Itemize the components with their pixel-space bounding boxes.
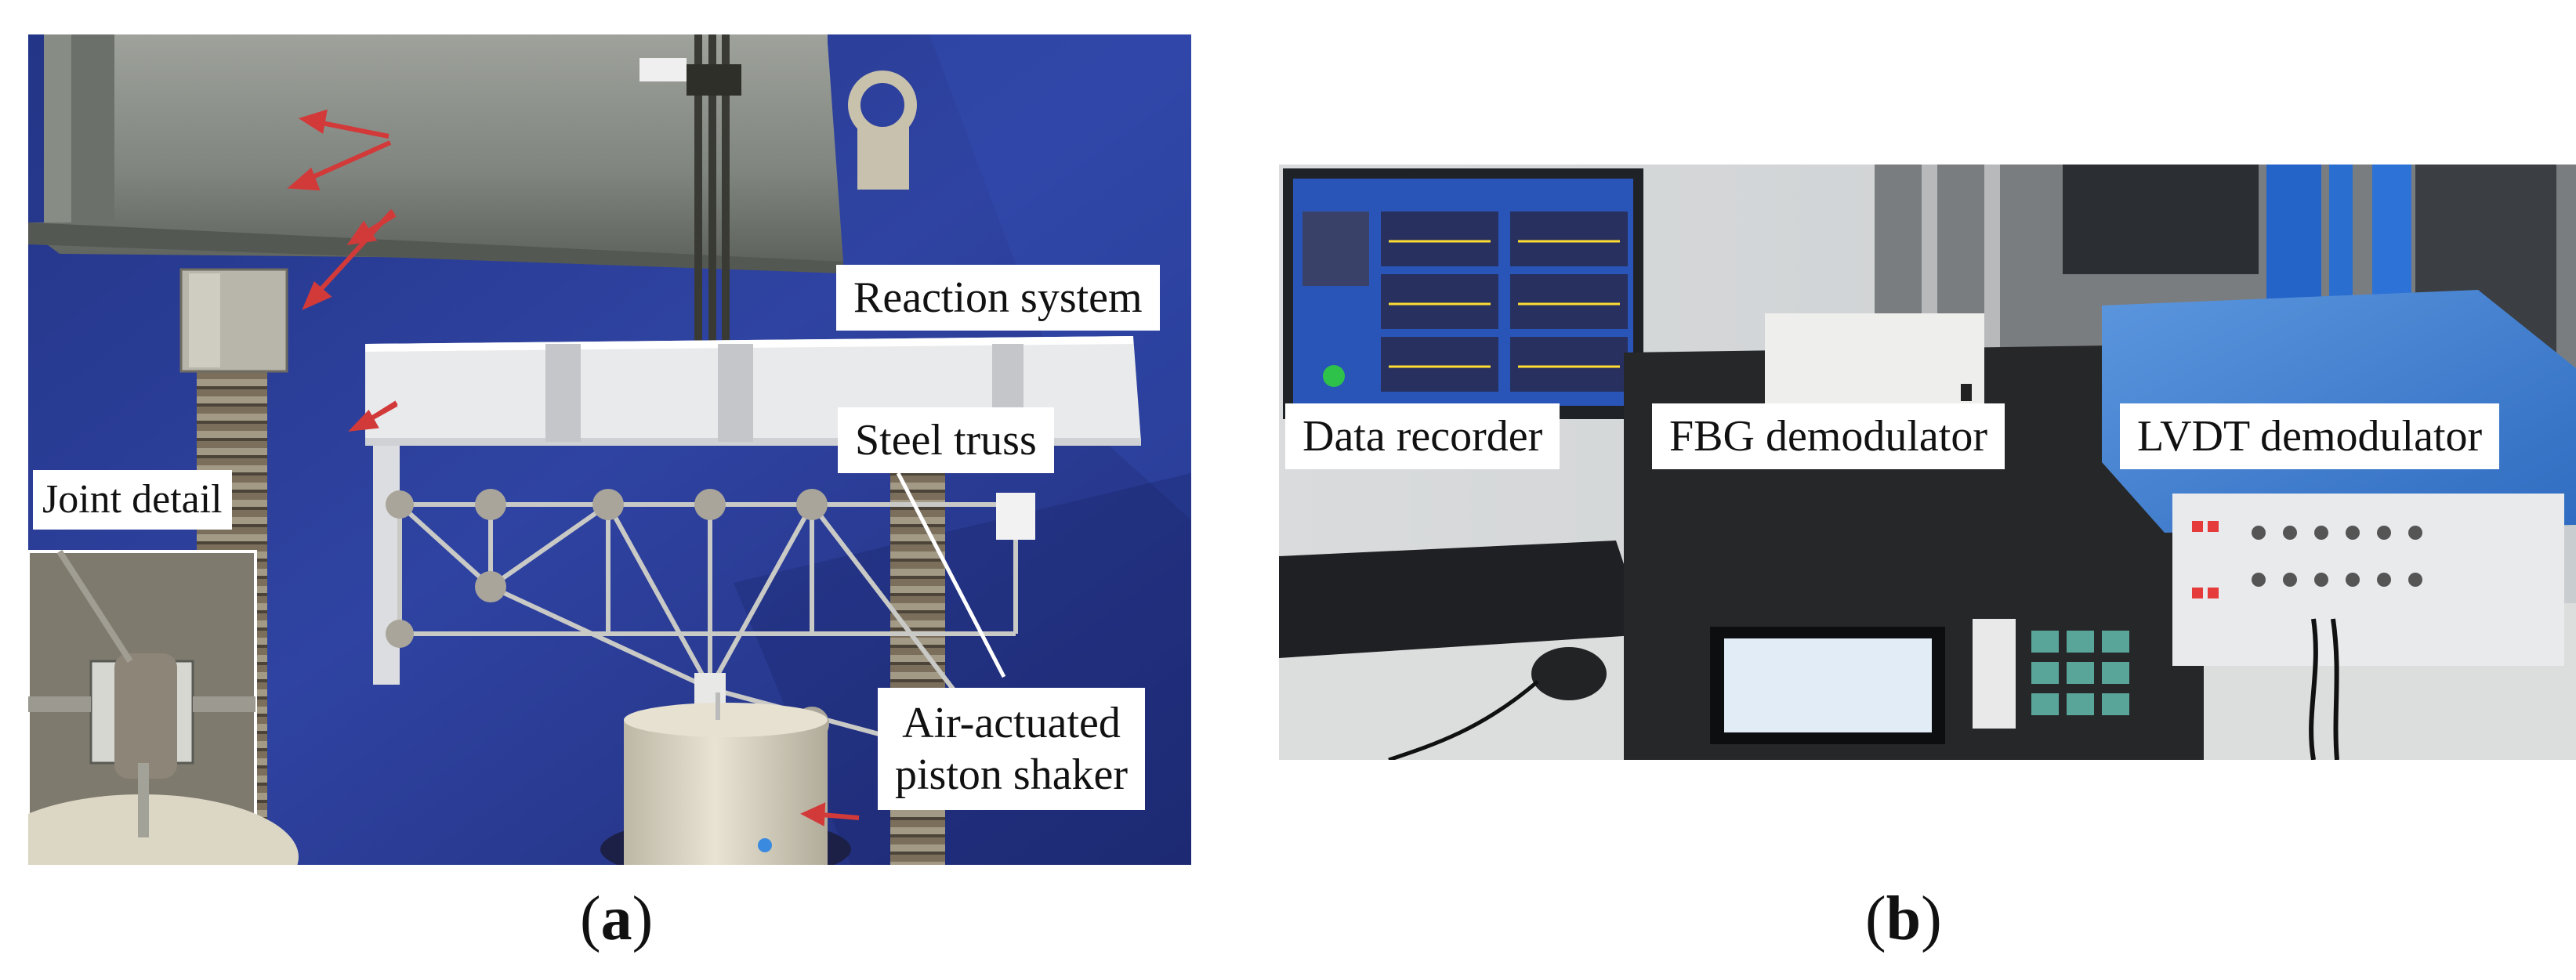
callout-piston-shaker-line2: piston shaker [895,750,1129,800]
callout-lvdt-demodulator: LVDT demodulator [2120,403,2500,469]
callout-piston-shaker: Air-actuated piston shaker [878,688,1146,811]
keyboard [1279,541,1647,658]
piston-shaker [624,720,828,865]
joint-detail-inset [28,549,299,865]
callout-steel-truss: Steel truss [838,407,1054,473]
callout-piston-shaker-line1: Air-actuated [902,699,1121,747]
caption-letter-a: a [600,884,632,953]
callout-fbg-demodulator: FBG demodulator [1652,403,2005,469]
callout-reaction-system: Reaction system [836,265,1160,331]
callout-joint-detail: Joint detail [33,470,232,530]
red-arrow-icon [287,109,860,826]
mouse [1531,647,1607,700]
callout-data-recorder: Data recorder [1285,403,1560,469]
caption-panel-a: (a) [580,884,654,953]
steel-beam [28,34,843,262]
caption-letter-b: b [1886,884,1922,953]
caption-panel-b: (b) [1865,884,1942,953]
